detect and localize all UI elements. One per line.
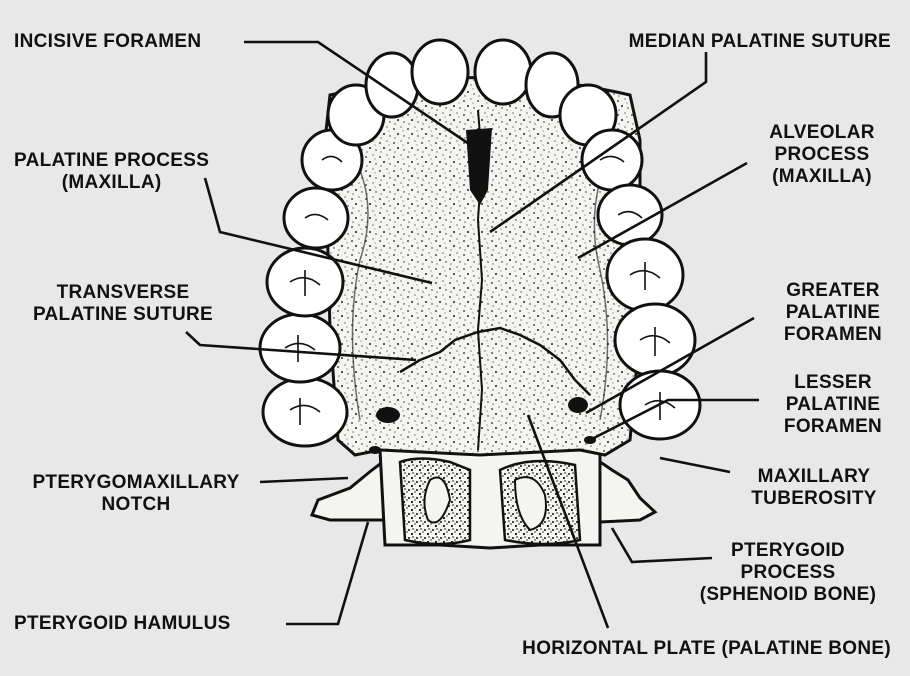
label-greater-palatine-foramen: GREATER PALATINE FORAMEN (783, 280, 883, 345)
greater-palatine-foramen-left (376, 407, 400, 423)
leader-lines (185, 40, 759, 629)
transverse-palatine-suture (399, 326, 591, 396)
greater-palatine-foramen-right (568, 397, 588, 413)
label-pterygoid-process: PTERYGOID PROCESS (SPHENOID BONE) (699, 540, 877, 605)
label-transverse-palatine-suture: TRANSVERSE PALATINE SUTURE (32, 282, 214, 325)
label-maxillary-tuberosity: MAXILLARY TUBEROSITY (751, 466, 877, 509)
lesser-palatine-foramen-left (369, 446, 381, 454)
label-median-palatine-suture: MEDIAN PALATINE SUTURE (628, 31, 891, 52)
label-alveolar-process: ALVEOLAR PROCESS (MAXILLA) (769, 122, 875, 187)
label-incisive-foramen: INCISIVE FORAMEN (14, 31, 202, 52)
label-palatine-process: PALATINE PROCESS (MAXILLA) (14, 150, 210, 193)
label-pterygomaxillary-notch: PTERYGOMAXILLARY NOTCH (32, 472, 240, 515)
label-pterygoid-hamulus: PTERYGOID HAMULUS (14, 613, 231, 634)
label-horizontal-plate: HORIZONTAL PLATE (PALATINE BONE) (522, 638, 891, 659)
label-lesser-palatine-foramen: LESSER PALATINE FORAMEN (783, 372, 883, 437)
